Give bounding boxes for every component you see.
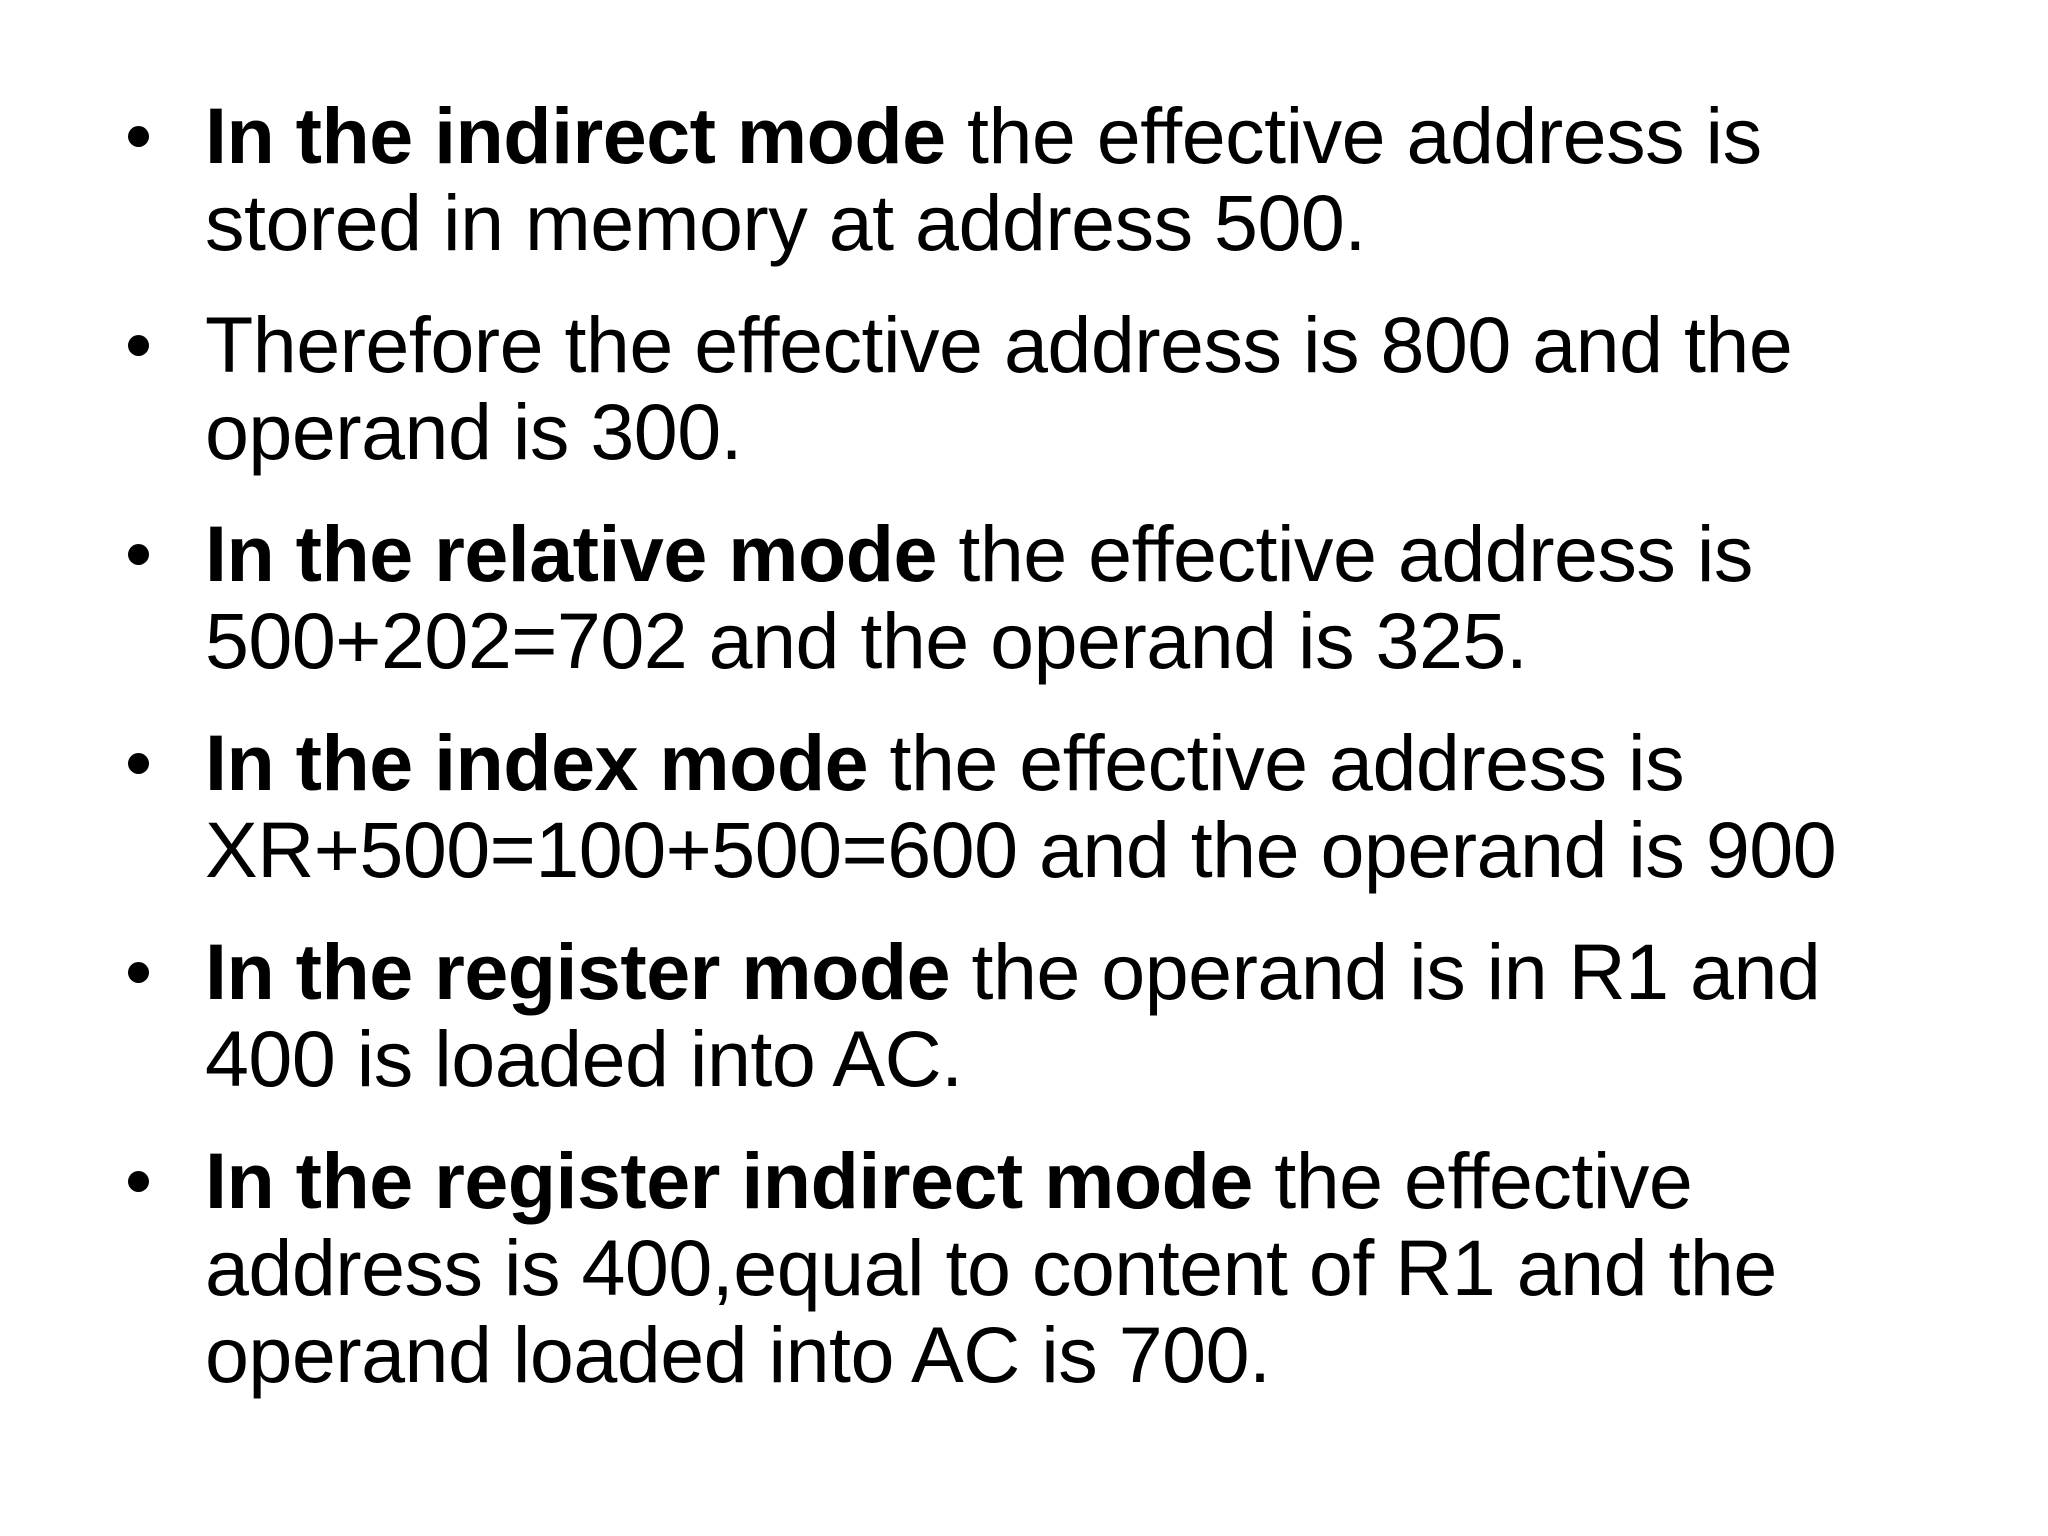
bullet-text: the effective address is stored in memor… [205, 91, 1762, 267]
bullet-item-relative-mode: In the relative mode the effective addre… [126, 510, 2026, 684]
bullet-item-effective-address-result: Therefore the effective address is 800 a… [126, 301, 2026, 475]
bullet-text: the effective address is 500+202=702 and… [205, 509, 1753, 685]
bullet-dot-icon [128, 962, 149, 983]
bullet-dot-icon [128, 126, 149, 147]
bullet-text: the effective address is 400,equal to co… [205, 1136, 1777, 1399]
bullet-item-register-mode: In the register mode the operand is in R… [126, 928, 2026, 1102]
bullet-text: the effective address is XR+500=100+500=… [205, 718, 1837, 894]
bullet-lead: In the index mode [205, 718, 869, 807]
bullet-lead: In the relative mode [205, 509, 937, 598]
bullet-item-index-mode: In the index mode the effective address … [126, 719, 2026, 893]
bullet-lead: In the indirect mode [205, 91, 946, 180]
bullet-dot-icon [128, 544, 149, 565]
bullet-dot-icon [128, 1171, 149, 1192]
bullet-list: In the indirect mode the effective addre… [126, 92, 2026, 1398]
bullet-item-indirect-mode: In the indirect mode the effective addre… [126, 92, 2026, 266]
bullet-text: Therefore the effective address is 800 a… [205, 300, 1793, 476]
bullet-dot-icon [128, 335, 149, 356]
bullet-item-register-indirect-mode: In the register indirect mode the effect… [126, 1137, 2026, 1398]
bullet-lead: In the register mode [205, 927, 951, 1016]
bullet-dot-icon [128, 753, 149, 774]
bullet-text: the operand is in R1 and 400 is loaded i… [205, 927, 1821, 1103]
bullet-lead: In the register indirect mode [205, 1136, 1253, 1225]
